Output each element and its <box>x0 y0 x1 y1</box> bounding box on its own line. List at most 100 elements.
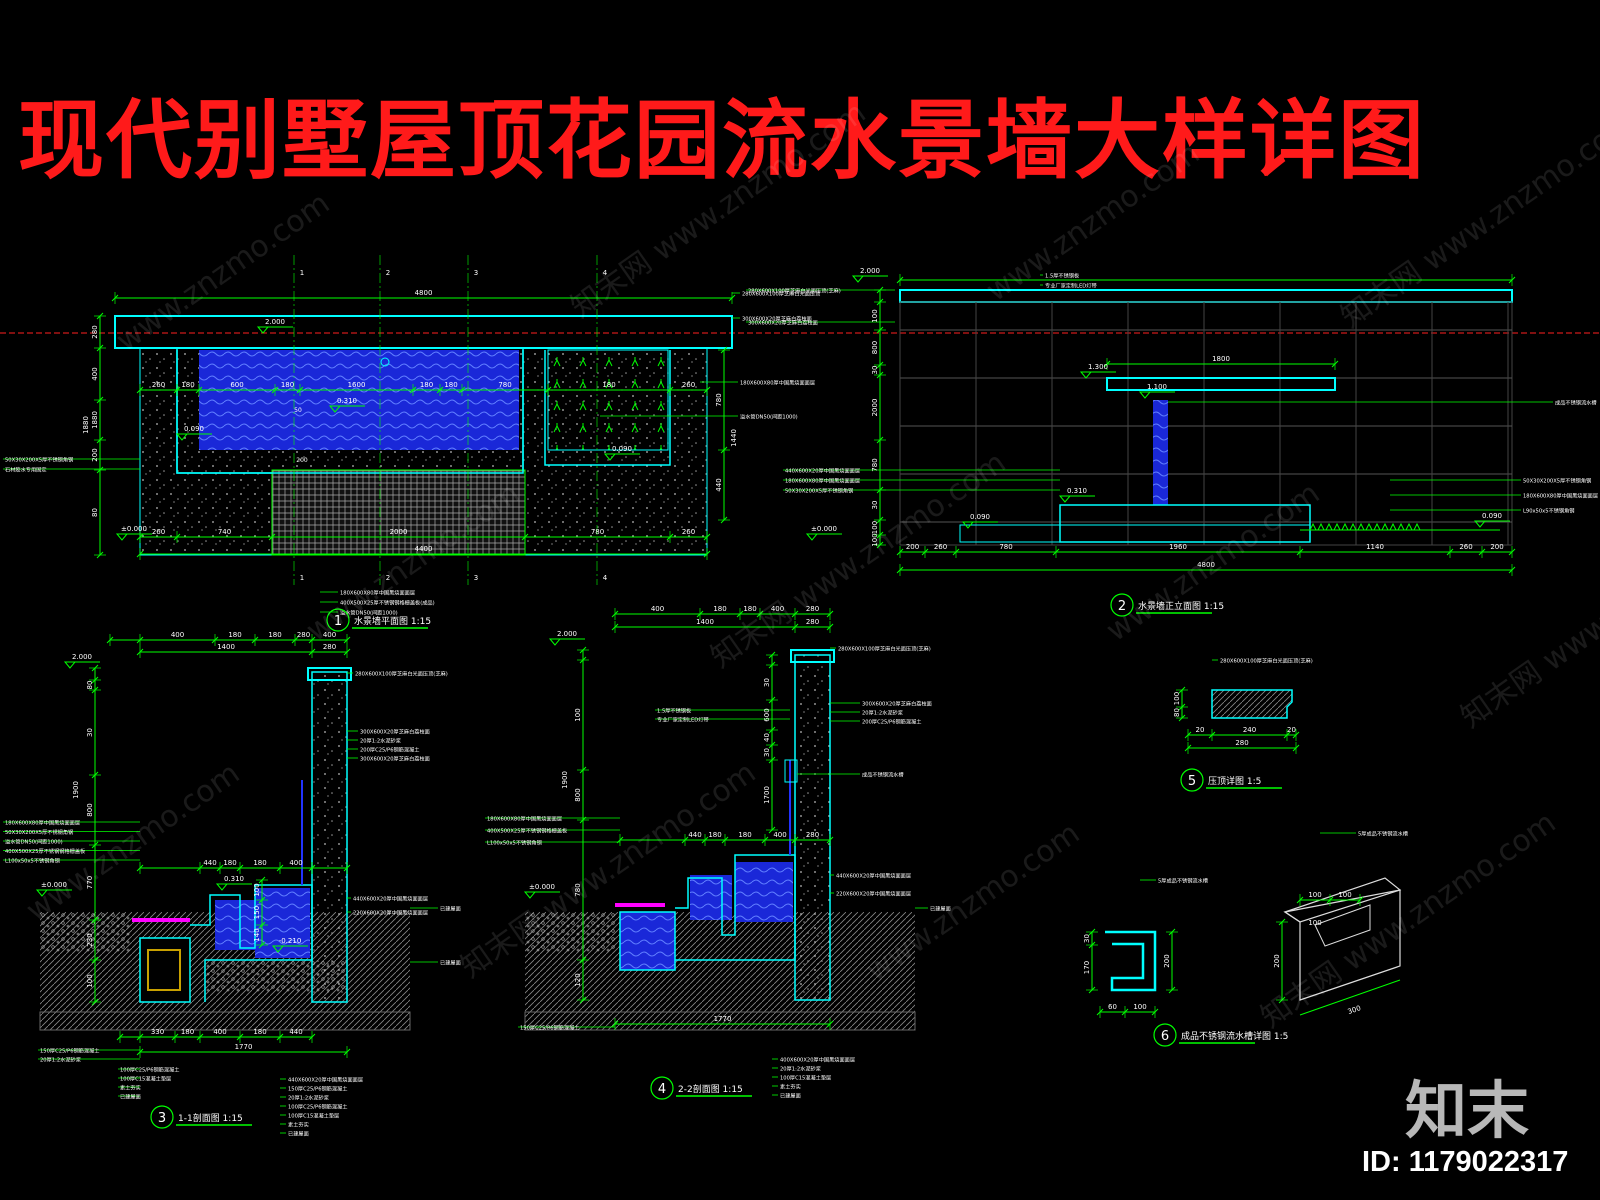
section-1-note: 20厚1:2水泥砂浆 <box>360 737 401 745</box>
dimension-label: 200 <box>906 543 919 551</box>
section-pit <box>619 911 676 971</box>
drawing-outline <box>544 350 671 466</box>
dimension-label: 200 <box>1273 954 1281 967</box>
dimension-label: 400 <box>323 631 336 639</box>
dimension-label: 1770 <box>714 1015 732 1023</box>
section-axis-label: 2 <box>386 574 390 582</box>
dimension-label: 180 <box>708 831 721 839</box>
trough-iso-notch <box>1314 904 1371 947</box>
dimension-label: 400 <box>651 605 664 613</box>
elevation-label: ±0.000 <box>121 525 147 533</box>
dimension-label: 180 <box>253 1028 266 1036</box>
elevation-note: 50X30X200X5厚不锈钢角钢 <box>785 487 853 495</box>
view-number-circle <box>150 1105 174 1129</box>
dimension-label: 100 <box>1308 919 1321 927</box>
pump-icon <box>147 949 181 991</box>
dimension-label: 280 <box>91 325 99 338</box>
elevation-label: 2.000 <box>72 653 92 661</box>
dimension-label: 100 <box>253 883 261 896</box>
section-1-note: 素土夯实 <box>288 1121 309 1129</box>
view-number: 6 <box>1161 1029 1169 1044</box>
grass-icon <box>1373 522 1381 531</box>
dimension-label: 260 <box>934 543 947 551</box>
dimension-label: 400 <box>171 631 184 639</box>
drawing-title: 现代别墅屋顶花园流水景墙大样详图 <box>18 91 1426 191</box>
dimension-label: 1600 <box>348 381 366 389</box>
dimension-label: 30 <box>871 366 879 375</box>
dimension-label: 440 <box>715 478 723 491</box>
coping-outline <box>114 315 733 349</box>
dimension-label: 800 <box>574 788 582 801</box>
section-1-note: 300X600X20厚芝麻白荔枝面 <box>360 755 430 763</box>
dimension-label: 180 <box>253 859 266 867</box>
dimension-label: 30 <box>871 501 879 510</box>
dimension-label: 180 <box>713 605 726 613</box>
structural-slab <box>524 1011 916 1031</box>
dimension-label: 1900 <box>72 781 80 799</box>
dimension-label: 1400 <box>217 643 235 651</box>
coping-note: 280X600X100厚芝麻白光面压顶(芝麻) <box>1220 657 1313 665</box>
section-axis-label: 2 <box>386 269 390 277</box>
section-1-note: 溢水管DN50(间距1000) <box>5 838 63 846</box>
dimension-label: 100 <box>871 309 879 322</box>
trough-note: 5厚成品不锈钢流水槽 <box>1358 830 1408 838</box>
dimension-label: 330 <box>151 1028 164 1036</box>
section-2-note: 20厚1:2水泥砂浆 <box>862 709 903 717</box>
elevation-marker <box>548 638 562 646</box>
gravel-layer <box>525 912 615 952</box>
grass-icon <box>1397 522 1405 531</box>
elevation-label: ±0.000 <box>811 525 837 533</box>
elevation-note: 180X600X80厚中国黑烧面面层 <box>1523 492 1598 500</box>
dimension-label: 1770 <box>235 1043 253 1051</box>
dimension-label: 1880 <box>82 416 90 434</box>
grass-icon <box>1317 522 1325 531</box>
section-axis-label: 1 <box>300 269 304 277</box>
view-title: 水景墙正立面图 1:15 <box>1138 600 1224 612</box>
dimension-label: 200 <box>1490 543 1503 551</box>
dimension-label: 600 <box>763 708 771 721</box>
view-number: 4 <box>658 1082 666 1097</box>
section-2-note: 100厚C15混凝土垫层 <box>780 1074 831 1082</box>
dimension-label: 800 <box>871 341 879 354</box>
elevation-marker <box>256 326 270 334</box>
section-2-note: 180X600X80厚中国黑烧面面层 <box>487 815 562 823</box>
plan-note: 溢水管DN50(间距1000) <box>340 609 398 617</box>
plan-note: 400X500X25厚不锈钢钢格栅盖板(成品) <box>340 599 435 607</box>
elevation-label: 0.090 <box>612 445 632 453</box>
section-1-note: 已建屋面 <box>120 1093 141 1101</box>
elevation-marker <box>1079 371 1093 379</box>
dimension-label: 180 <box>181 1028 194 1036</box>
dimension-label: 780 <box>999 543 1012 551</box>
elevation-label: -0.210 <box>279 937 302 945</box>
section-1-note: 20厚1:2水泥砂浆 <box>288 1094 329 1102</box>
dimension-label: 1400 <box>696 618 714 626</box>
grass-icon <box>1349 522 1357 531</box>
grass-icon <box>1333 522 1341 531</box>
dimension-label: 780 <box>591 528 604 536</box>
dimension-line <box>1299 979 1401 1016</box>
elevation-marker <box>63 661 77 669</box>
dimension-label: 180 <box>420 381 433 389</box>
dimension-label: 1440 <box>730 429 738 447</box>
dimension-label: 440 <box>289 1028 302 1036</box>
section-1-note: 440X600X20厚中国黑烧面面层 <box>353 895 428 903</box>
view-number: 5 <box>1188 774 1196 789</box>
section-2-note: 1.5厚不锈钢板 <box>657 707 692 715</box>
dimension-label: 280 <box>806 605 819 613</box>
dimension-label: 100 <box>1133 1003 1146 1011</box>
plan-note: 300X600X20厚芝麻白荔枝面 <box>742 315 812 323</box>
grass-icon <box>1309 522 1317 531</box>
grass-icon <box>1389 522 1397 531</box>
dimension-label: 140 <box>253 928 261 941</box>
elevation-label: 2.000 <box>557 630 577 638</box>
dimension-label: 400 <box>91 367 99 380</box>
dimension-label: 280 <box>297 631 310 639</box>
dimension-label: 200 <box>1163 954 1171 967</box>
view-number: 1 <box>334 614 342 629</box>
elevation-label: 0.310 <box>337 397 357 405</box>
dimension-label: 30 <box>1083 934 1091 943</box>
view-title: 1-1剖面图 1:15 <box>178 1112 243 1124</box>
grass-icon <box>1357 522 1365 531</box>
grass-icon <box>1413 522 1421 531</box>
